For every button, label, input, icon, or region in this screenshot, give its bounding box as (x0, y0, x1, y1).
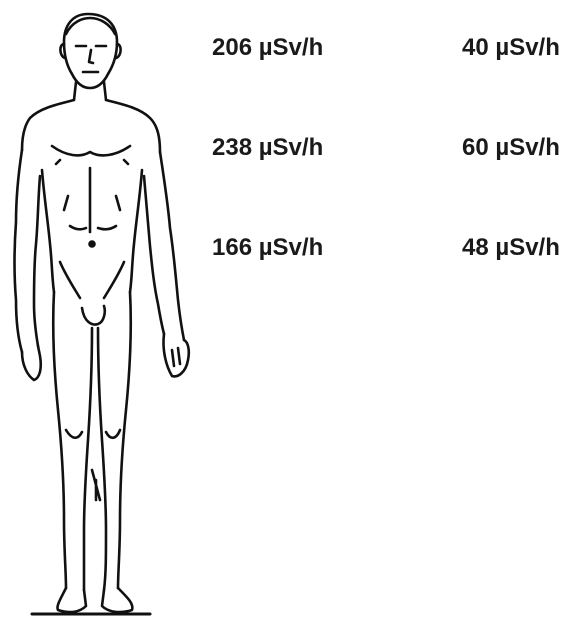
human-body-drawing (0, 0, 200, 621)
reading-row1-left: 206 µSv/h (212, 34, 323, 62)
reading-row2-right: 60 µSv/h (462, 134, 560, 162)
reading-row3-left: 166 µSv/h (212, 234, 323, 262)
reading-row1-right: 40 µSv/h (462, 34, 560, 62)
reading-row2-left: 238 µSv/h (212, 134, 323, 162)
human-body-figure (0, 0, 200, 621)
reading-row3-right: 48 µSv/h (462, 234, 560, 262)
